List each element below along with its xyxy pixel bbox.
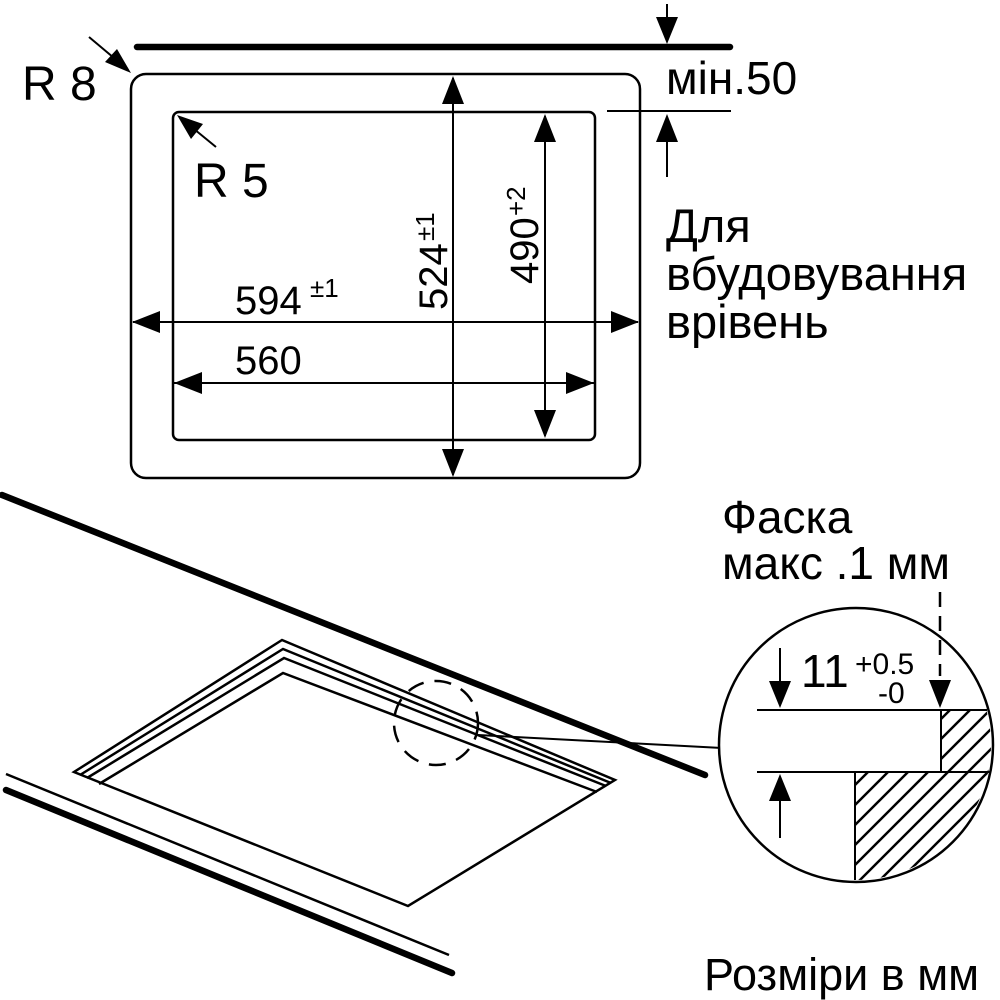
dim-inner-height: 490 +2 — [501, 114, 556, 438]
min50-lower-arrowhead — [656, 114, 678, 142]
dim-524-top-arrowhead — [442, 76, 464, 104]
dim-524-bottom-arrowhead — [442, 449, 464, 477]
depth-upper-arrowhead — [769, 681, 791, 708]
flush-mount-note: Для вбудовування врівень — [666, 199, 967, 348]
note-line-3: врівень — [666, 295, 829, 348]
min50-upper-arrowhead — [656, 17, 678, 44]
chamfer-annotation: Фаска макс .1 мм — [722, 491, 951, 708]
dim-corner-radius-outer: R 8 — [22, 36, 131, 111]
dim-594-right-arrowhead — [611, 311, 639, 333]
plan-view: R 8 R 5 мін.50 594 ±1 — [22, 4, 967, 480]
r5-arrowhead — [177, 115, 203, 139]
depth-tolerance-plus: +0.5 — [855, 648, 914, 681]
chamfer-note-line-1: Фаска — [722, 491, 853, 543]
worktop-rear-edge-iso — [0, 491, 709, 779]
dim-corner-radius-inner: R 5 — [177, 115, 269, 208]
dim-524-tolerance: ±1 — [410, 212, 440, 241]
depth-tolerance-minus: -0 — [878, 677, 905, 710]
cutout-step-line-4 — [98, 671, 598, 794]
dim-560-value: 560 — [235, 339, 302, 383]
hatch-region-lower — [855, 772, 991, 880]
r5-label: R 5 — [194, 155, 269, 208]
r8-arrowhead — [105, 49, 131, 73]
dim-490-value: 490 — [503, 217, 547, 284]
cutout-step-line-2 — [79, 647, 612, 785]
dim-594-value: 594 — [235, 279, 302, 323]
outer-recess-outline — [129, 72, 642, 480]
dim-560-left-arrowhead — [174, 372, 202, 394]
r5-leader-line — [193, 128, 217, 148]
cutout-outline-outer — [71, 638, 618, 908]
depth-value: 11 — [801, 645, 849, 697]
dim-outer-height: 524 ±1 — [410, 76, 464, 477]
worktop-front-bottom-edge-iso — [2, 786, 456, 977]
chamfer-note-line-2: макс .1 мм — [722, 537, 950, 589]
units-note: Розміри в мм — [704, 949, 979, 1000]
dim-outer-width: 594 ±1 — [132, 273, 639, 333]
dim-594-left-arrowhead — [132, 311, 160, 333]
dim-490-top-arrowhead — [534, 114, 556, 142]
depth-lower-arrowhead — [769, 774, 791, 801]
worktop-front-top-edge-iso — [5, 772, 450, 957]
dim-490-tolerance: +2 — [501, 186, 531, 216]
r8-label: R 8 — [22, 58, 97, 111]
r8-leader-line — [88, 36, 115, 59]
dim-min-rear-distance: мін.50 — [607, 4, 797, 177]
inner-cutout-outline — [171, 110, 597, 442]
hatch-region-upper — [941, 710, 991, 772]
isometric-view — [0, 491, 723, 977]
detail-leader-line — [477, 734, 723, 749]
min50-label: мін.50 — [666, 52, 797, 104]
note-line-2: вбудовування — [666, 247, 967, 300]
dim-560-right-arrowhead — [566, 372, 594, 394]
dim-594-tolerance: ±1 — [310, 273, 339, 303]
detail-reference-circle — [392, 679, 480, 767]
note-line-1: Для — [666, 199, 751, 252]
cutout-step-line-3 — [86, 656, 607, 788]
dim-524-value: 524 — [412, 243, 456, 310]
dim-inner-width: 560 — [174, 339, 594, 394]
dim-recess-depth: 11 +0.5 -0 — [769, 645, 914, 838]
chamfer-arrowhead — [929, 680, 951, 708]
dim-490-bottom-arrowhead — [534, 410, 556, 438]
detail-view: 11 +0.5 -0 Фаска макс .1 мм — [717, 491, 995, 884]
